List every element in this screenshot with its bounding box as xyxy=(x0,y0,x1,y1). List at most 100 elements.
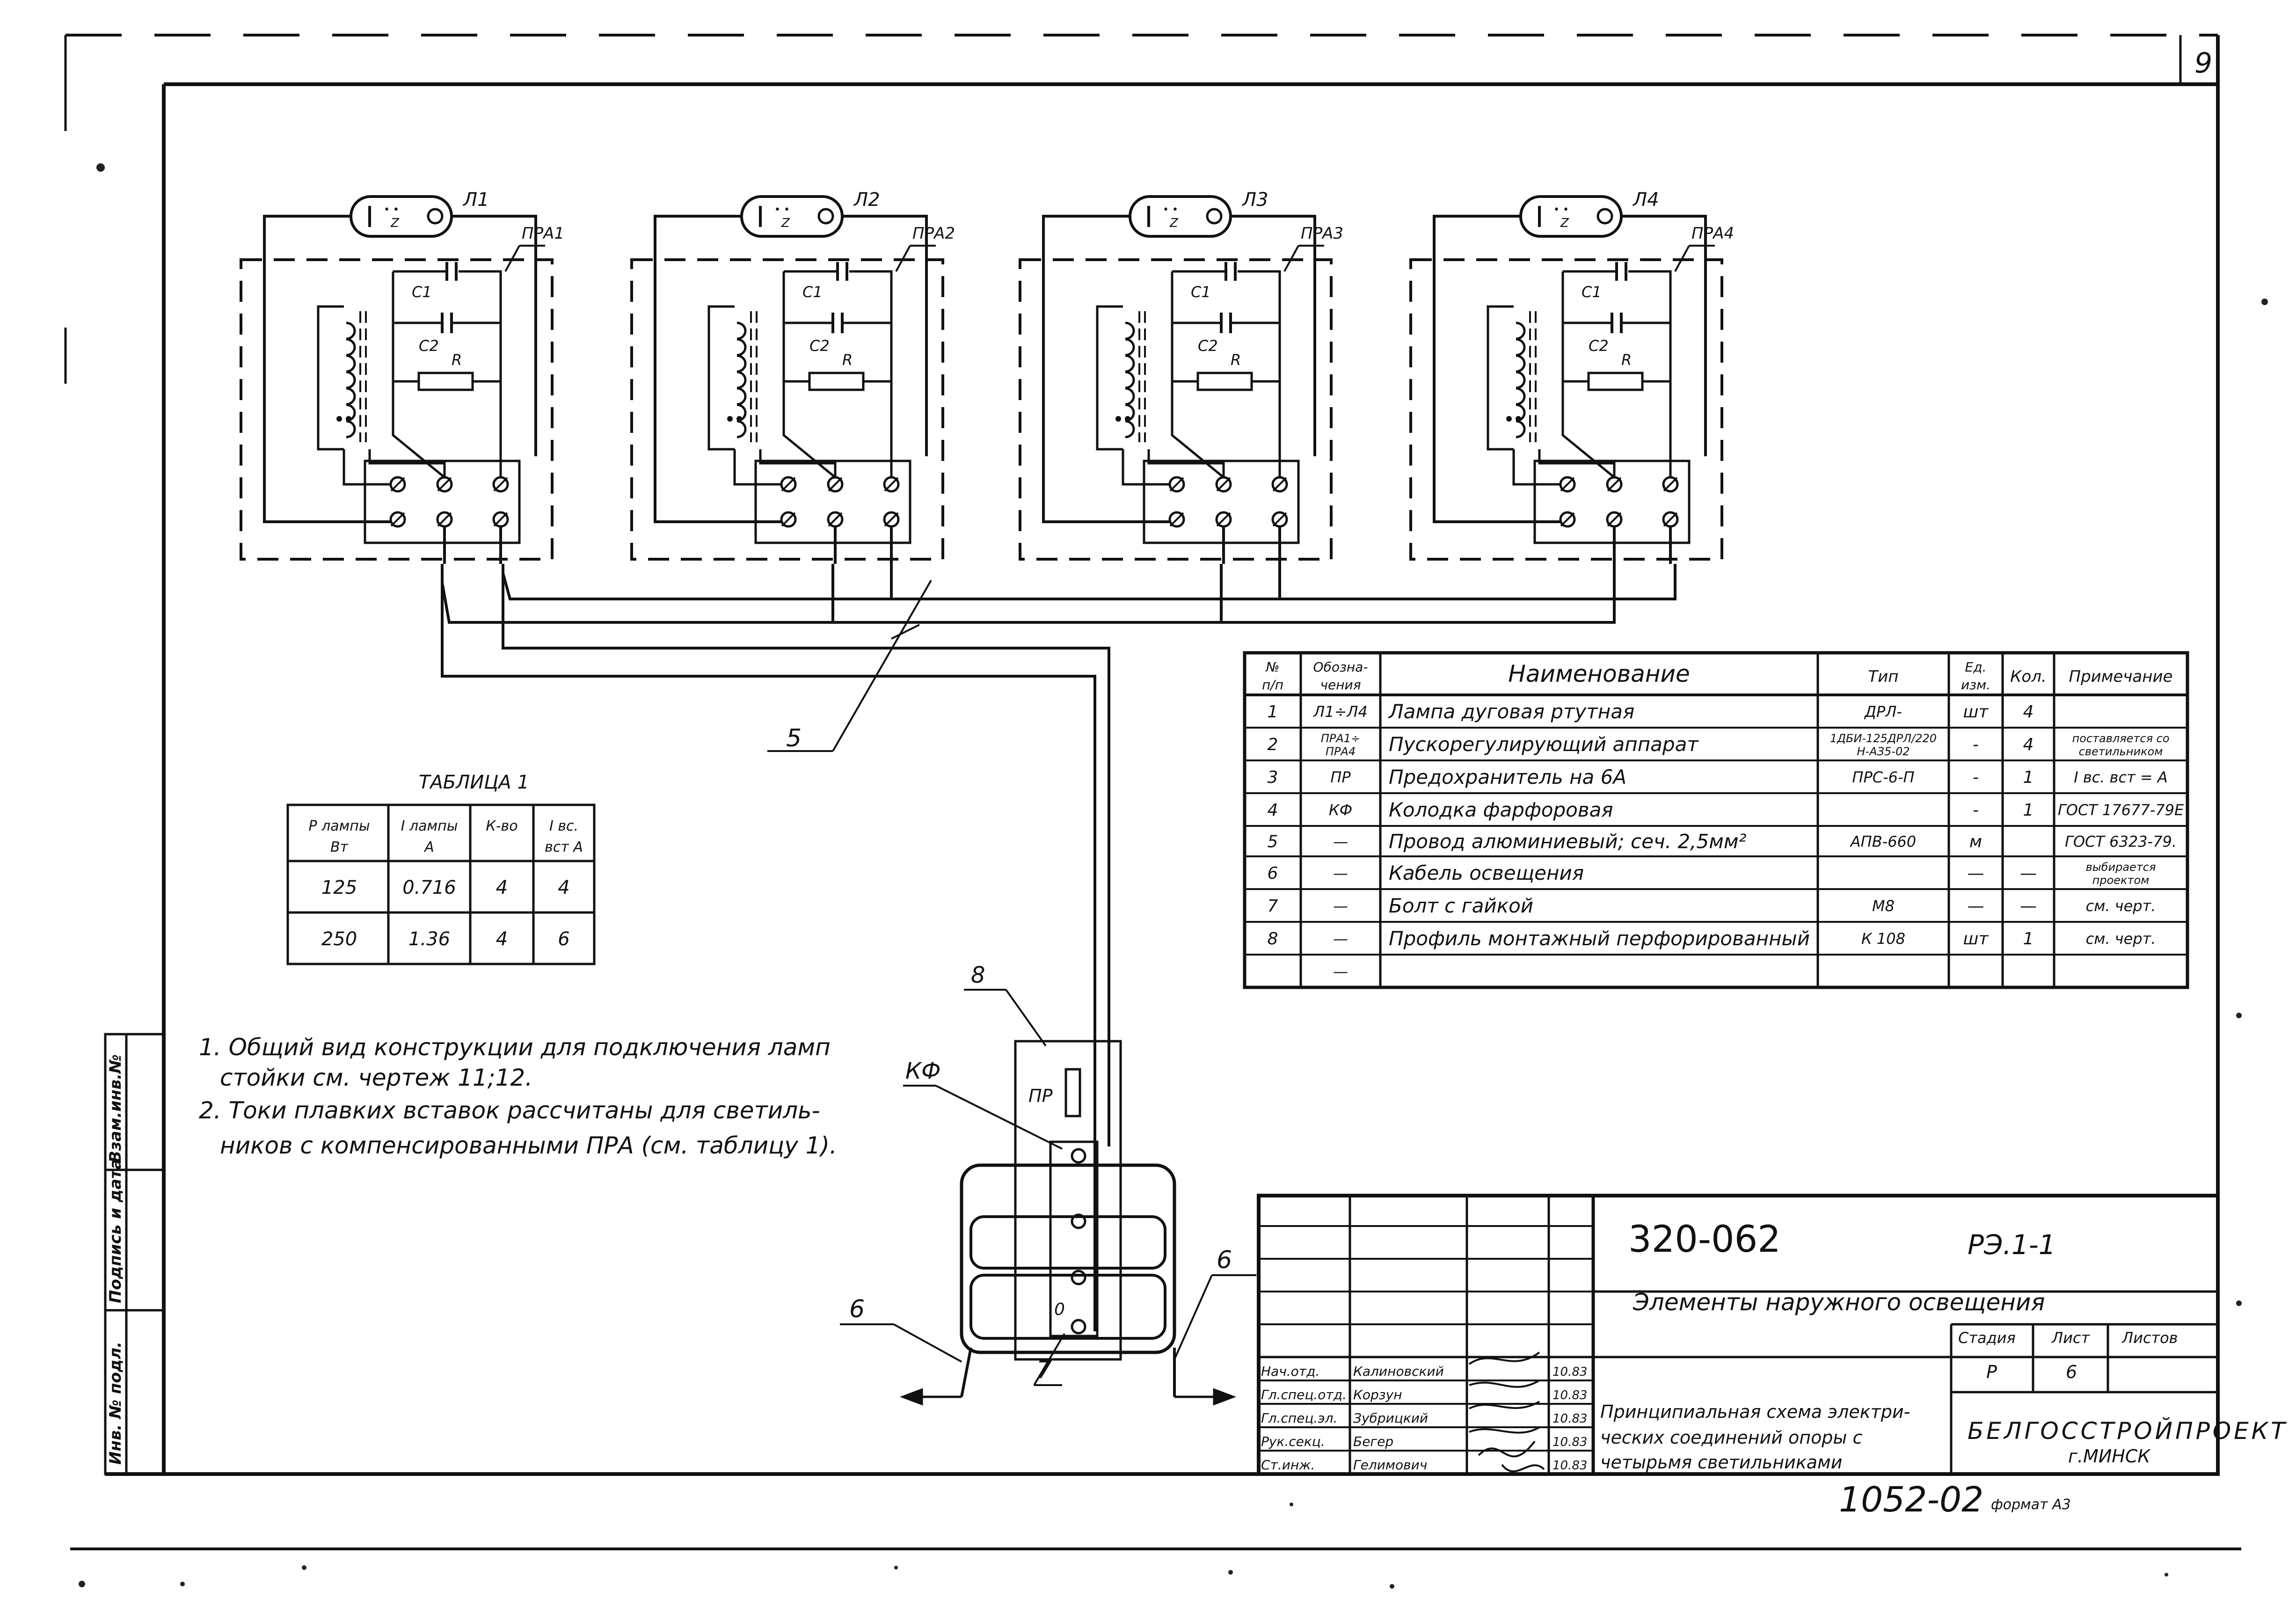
capacitor-label: С2 xyxy=(419,337,439,355)
terminal-pin xyxy=(884,512,899,527)
spec-cell: — xyxy=(1968,864,1984,883)
inductor-coil xyxy=(1516,354,1526,373)
table1-title: ТАБЛИЦА 1 xyxy=(419,772,529,793)
winding-dot xyxy=(727,416,733,422)
inductor-frame xyxy=(707,305,735,451)
inductor-coil xyxy=(736,321,747,340)
inductor-coil xyxy=(736,354,747,373)
terminal-pin xyxy=(781,477,796,492)
winding-dot xyxy=(1115,416,1121,422)
spec-cell: поставляется со xyxy=(2072,732,2169,745)
doc-code: 320-062 xyxy=(1628,1219,1781,1261)
signature-scribble xyxy=(1468,1351,1545,1473)
terminal-pin xyxy=(389,511,406,528)
ballast-leader xyxy=(895,245,911,272)
spec-cell: Болт с гайкой xyxy=(1389,894,1533,917)
section-title: Элементы наружного освещения xyxy=(1633,1289,2045,1316)
bus-wiring xyxy=(441,564,1676,1331)
signature-date: 10.83 xyxy=(1553,1412,1587,1426)
spec-cell: 3 xyxy=(1268,768,1278,787)
lamp-label: Л4 xyxy=(1632,189,1659,211)
inductor-frame xyxy=(1096,305,1123,451)
callout-fuse-label: ПР xyxy=(1028,1086,1053,1106)
callout-pad-label: КФ xyxy=(905,1058,940,1084)
terminal-pin xyxy=(1607,512,1622,527)
capacitor-label: С2 xyxy=(809,337,830,355)
inductor-coil xyxy=(736,338,747,357)
lamp-lead xyxy=(1621,215,1707,456)
capacitor-label: С1 xyxy=(802,283,823,301)
lamp-electrode xyxy=(1206,208,1223,225)
resistor xyxy=(1196,372,1253,391)
inductor-coil xyxy=(1516,420,1526,438)
table1-cell: 1.36 xyxy=(408,928,450,950)
terminal-pin xyxy=(437,477,452,492)
side-stamp xyxy=(104,1033,165,1475)
internal-wire xyxy=(782,381,836,478)
inductor-coil xyxy=(346,338,356,357)
spec-cell: Н-АЗ5-02 xyxy=(1857,745,1910,758)
inductor-coil xyxy=(1516,387,1526,406)
terminal-pin xyxy=(1663,477,1678,492)
stage-value: Р xyxy=(1986,1362,1997,1382)
spec-cell: 4 xyxy=(2023,735,2034,754)
spec-cell: Кабель освещения xyxy=(1389,861,1584,884)
terminal-block xyxy=(1143,460,1300,544)
internal-wire xyxy=(1538,449,1616,477)
terminal-pin xyxy=(884,477,899,492)
table1-header: I лампы xyxy=(401,818,458,834)
spec-cell: ПРА1÷ xyxy=(1321,732,1360,745)
spec-cell: ДРЛ- xyxy=(1864,703,1902,721)
spec-cell: — xyxy=(1333,963,1348,980)
signature-date: 10.83 xyxy=(1553,1459,1587,1473)
terminal-pin xyxy=(1216,512,1231,527)
spec-cell: Колодка фарфоровая xyxy=(1389,798,1613,821)
spec-cell: 8 xyxy=(1268,929,1278,949)
side-stamp-signature: Подпись и дата xyxy=(106,1159,125,1303)
ballast-label: ПРА1 xyxy=(522,224,564,243)
ballast-label: ПРА2 xyxy=(912,224,955,243)
spec-cell: проектом xyxy=(2092,874,2150,887)
spec-header: Тип xyxy=(1868,667,1898,686)
note-line: ников с компенсированными ПРА (см. табли… xyxy=(220,1132,837,1159)
lamp-mark: • • xyxy=(1163,204,1178,216)
spec-cell: ПР xyxy=(1330,768,1351,786)
terminal-pin xyxy=(1216,477,1231,492)
wire-callout-5 xyxy=(767,580,932,752)
signature-date: 10.83 xyxy=(1553,1365,1587,1379)
scan-specks xyxy=(79,163,2268,1589)
spec-header: чения xyxy=(1320,677,1361,693)
ballast-box xyxy=(630,258,944,561)
spec-cell: ПРА4 xyxy=(1326,745,1356,758)
ballast-label: ПРА4 xyxy=(1691,224,1734,243)
spec-cell: ГОСТ 6323-79. xyxy=(2065,833,2177,851)
capacitor-label: С1 xyxy=(412,283,432,301)
drawing-title-line: ческих соединений опоры с xyxy=(1600,1427,1863,1448)
junction-detail xyxy=(960,1040,1176,1397)
winding-dot xyxy=(1506,416,1512,422)
inductor-frame xyxy=(317,305,344,451)
inductor-coil xyxy=(736,387,747,406)
lamp-mark: Z xyxy=(390,216,400,230)
signature-date: 10.83 xyxy=(1553,1388,1587,1402)
spec-cell: КФ xyxy=(1329,801,1352,819)
spec-header: Обозна- xyxy=(1313,659,1368,675)
spec-cell: — xyxy=(1333,930,1348,948)
sheet-header: Лист xyxy=(2051,1329,2090,1347)
terminal-pin xyxy=(1560,477,1575,492)
winding-dot xyxy=(346,416,351,422)
terminal-block xyxy=(364,460,521,544)
terminal-pin xyxy=(780,511,797,528)
spec-header: изм. xyxy=(1961,677,1990,693)
table1-cell: 6 xyxy=(558,928,569,950)
signature-date: 10.83 xyxy=(1553,1435,1587,1449)
note-line: стойки см. чертеж 11;12. xyxy=(220,1064,532,1091)
side-stamp-replace: Взам.инв.№ xyxy=(106,1054,125,1163)
sheet-value: 6 xyxy=(2066,1362,2077,1382)
